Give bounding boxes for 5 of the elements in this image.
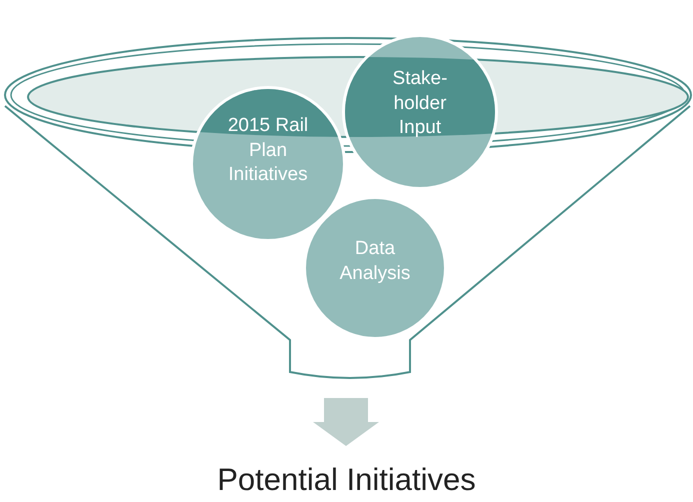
block-arrow [313, 398, 379, 446]
circle-label: 2015 Rail Plan Initiatives [226, 114, 310, 188]
circle-label: Stake- holder Input [392, 66, 448, 140]
circle-label: Data Analysis [338, 237, 412, 286]
result-label: Potential Initiatives [120, 462, 573, 498]
